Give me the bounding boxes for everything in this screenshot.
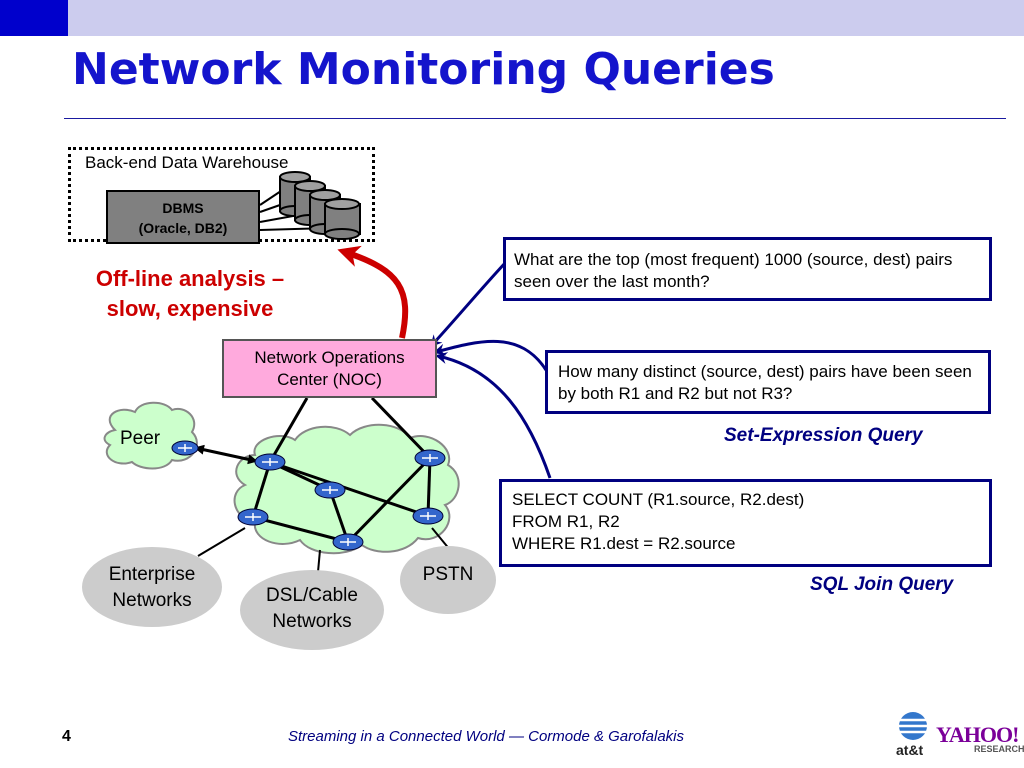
router-icon (412, 507, 444, 525)
offline-line-2: slow, expensive (106, 296, 274, 321)
query-arrow-3 (435, 352, 552, 479)
header-band (68, 0, 1024, 36)
dbms-subtitle: (Oracle, DB2) (138, 220, 228, 236)
enterprise-line-2: Networks (112, 590, 192, 611)
peer-label: Peer (120, 428, 161, 449)
query-box-set-expression: How many distinct (source, dest) pairs h… (545, 350, 991, 414)
pstn-cloud (400, 546, 496, 614)
page-title: Network Monitoring Queries (72, 44, 775, 95)
title-divider (64, 118, 1006, 119)
dsl-cloud (240, 570, 384, 650)
database-cylinders (259, 171, 361, 240)
router-icon (171, 440, 199, 456)
enterprise-label: Enterprise Networks (82, 562, 222, 614)
offline-analysis-note: Off-line analysis – slow, expensive (60, 264, 320, 324)
dsl-line-2: Networks (272, 611, 352, 632)
query-box-top-pairs: What are the top (most frequent) 1000 (s… (503, 237, 992, 301)
yahoo-logo-text: YAHOO! (936, 722, 1019, 747)
header-accent-bar (0, 0, 68, 36)
router-icon (237, 508, 269, 526)
query-text-top-pairs: What are the top (most frequent) 1000 (s… (514, 250, 953, 291)
sql-from-line: FROM R1, R2 (512, 512, 620, 531)
enterprise-line-1: Enterprise (108, 564, 196, 585)
slide-number: 4 (62, 728, 71, 745)
dsl-line-1: DSL/Cable (266, 585, 358, 606)
router-icon (332, 533, 364, 551)
router-icon (414, 449, 446, 467)
pstn-label: PSTN (422, 564, 474, 585)
router-icon (254, 453, 286, 471)
query-box-sql-join: SELECT COUNT (R1.source, R2.dest) FROM R… (499, 479, 992, 567)
sql-where-line: WHERE R1.dest = R2.source (512, 534, 736, 553)
sql-join-label: SQL Join Query (810, 574, 954, 595)
enterprise-cloud (82, 547, 222, 627)
cylinder-icon (324, 198, 361, 240)
noc-box: Network Operations Center (NOC) (222, 339, 437, 398)
noc-line-2: Center (NOC) (277, 370, 382, 389)
att-logo-text: at&t (896, 742, 924, 758)
offline-line-1: Off-line analysis – (95, 266, 285, 291)
dsl-label: DSL/Cable Networks (240, 583, 384, 635)
query-arrow-1 (429, 260, 508, 348)
backbone-links (251, 456, 432, 544)
router-icon (314, 481, 346, 499)
dbms-title: DBMS (162, 200, 204, 216)
footer-text: Streaming in a Connected World — Cormode… (288, 728, 685, 745)
query-arrow-2 (433, 340, 548, 371)
offline-arrow (337, 245, 409, 339)
att-globe-icon (898, 712, 928, 740)
research-logo-text: RESEARCH (974, 744, 1024, 754)
dbms-box: DBMS (Oracle, DB2) (106, 190, 260, 244)
set-expression-label: Set-Expression Query (724, 425, 923, 446)
sql-select-line: SELECT COUNT (R1.source, R2.dest) (512, 490, 805, 509)
warehouse-label: Back-end Data Warehouse (85, 153, 289, 172)
query-text-set-expression: How many distinct (source, dest) pairs h… (558, 362, 972, 403)
noc-line-1: Network Operations (254, 348, 405, 367)
